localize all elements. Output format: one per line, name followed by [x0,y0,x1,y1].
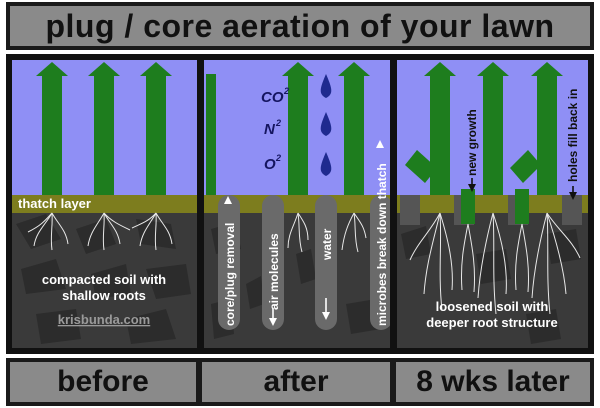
arrow-down-icon [468,178,476,192]
grass-blade [430,74,450,195]
soil-caption-line1: compacted soil with [42,272,166,287]
water-drop-icon [320,74,332,98]
grass-blade [288,74,308,195]
grass-blade [42,74,62,195]
thatch-layer [12,195,197,213]
grass-blade [483,74,503,195]
stage-label-after: after [202,362,390,402]
o2-subscript: 2 [275,153,281,163]
n2-label: N [264,121,276,138]
grass-tip [424,62,456,76]
thatch-layer-label: thatch layer [18,196,91,211]
arrow-up-icon [376,140,384,148]
new-growth-blade [515,189,529,224]
core-hole [370,195,390,330]
co2-subscript: 2 [283,86,289,96]
core-hole [218,195,240,330]
filled-hole [562,195,582,225]
air-molecules-label: air molecules [267,233,281,310]
core-hole [315,195,337,330]
grass-tip [282,62,314,76]
new-growth-label: new growth [465,109,479,176]
arrow-down-icon [322,298,330,320]
grass-tip [140,62,172,76]
thatch-layer [397,195,588,213]
soil-texture [401,226,581,344]
stage-label-before: before [10,362,196,402]
grass-blade [146,74,166,195]
microbes-label: microbes break down thatch [375,163,389,326]
core-plug-removal-label: core/plug removal [223,223,237,326]
thatch-layer [204,195,390,213]
stage-label-bar: before after 8 wks later [6,358,594,406]
page-title: plug / core aeration of your lawn [45,7,555,44]
grass-blade [537,74,557,195]
soil-caption-line2: shallow roots [62,288,146,303]
holes-fill-label: holes fill back in [566,89,580,182]
panel-before: thatch layer compacted soil with shallow… [12,60,197,348]
shallow-roots [27,212,173,251]
core-hole [262,195,284,330]
panel-later: new growth holes fill back in loosened s… [397,60,588,348]
watermark-link: krisbunda.com [58,312,150,327]
grass-tip [531,62,563,76]
new-growth-blade [461,189,475,224]
grass-blade [94,74,114,195]
aeration-holes [218,195,390,330]
grass-tip [88,62,120,76]
grass-blade-partial [206,74,216,195]
deeper-roots [409,212,581,315]
grass-leaf-angled [405,150,437,183]
grass-tip [338,62,370,76]
aeration-diagram: thatch layer compacted soil with shallow… [12,60,588,348]
o2-label: O [264,156,276,173]
panel-after: CO 2 N 2 O 2 core/plug removal air molec… [204,60,390,348]
grass-tip [36,62,68,76]
soil-texture [16,214,191,344]
water-drop-icon [320,152,332,176]
water-drop-icon [320,112,332,136]
grass-leaf-angled [510,150,541,183]
roots [287,212,367,253]
grass-tip [477,62,509,76]
filled-hole [400,195,420,225]
soil-caption-line1: loosened soil with [436,299,549,314]
n2-subscript: 2 [275,118,281,128]
water-drops [320,74,332,176]
co2-label: CO [261,89,284,106]
title-panel: plug / core aeration of your lawn [10,6,590,46]
stage-label-later: 8 wks later [396,362,590,402]
soil-caption-line2: deeper root structure [426,315,557,330]
arrow-up-icon [224,196,232,204]
arrow-down-icon [269,308,277,326]
water-label: water [320,228,334,261]
title-bar: plug / core aeration of your lawn [6,2,594,50]
gas-molecules: CO 2 N 2 O 2 [261,86,289,173]
grass-blade [344,74,364,195]
diagram-frame: thatch layer compacted soil with shallow… [6,54,594,354]
arrow-down-icon [569,186,577,200]
